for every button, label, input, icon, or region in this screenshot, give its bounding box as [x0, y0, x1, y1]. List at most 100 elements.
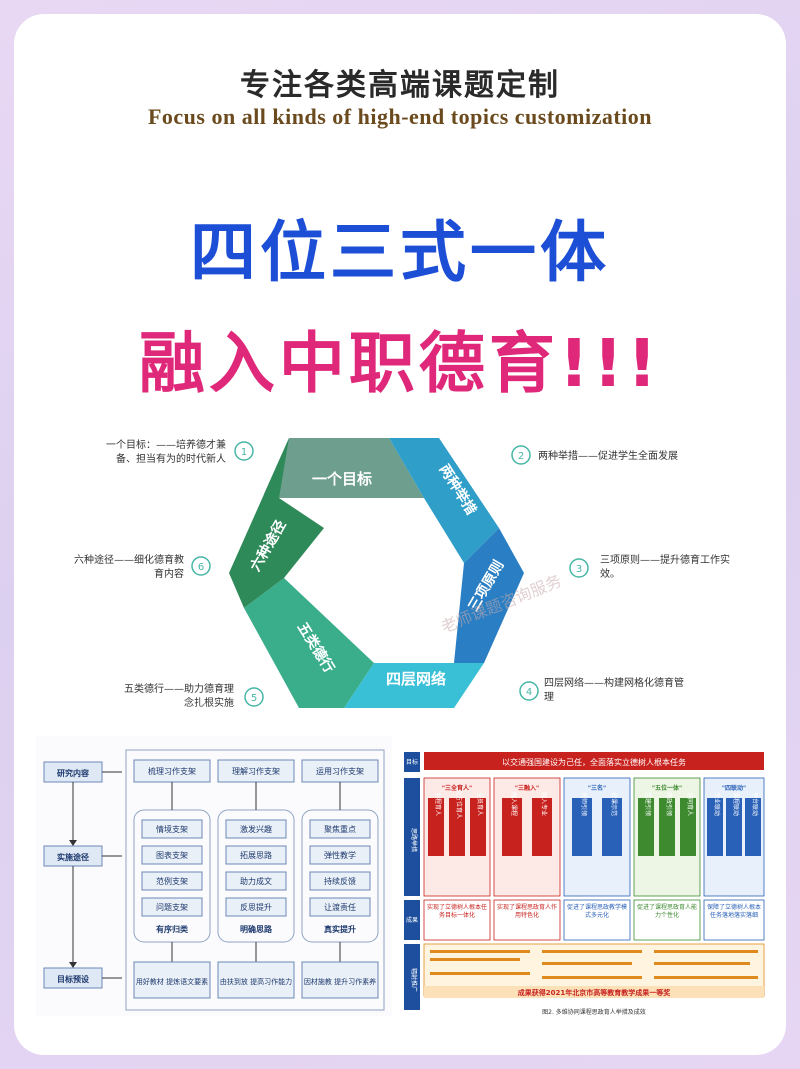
annotation-num-3: 3: [576, 564, 582, 575]
segment-2-shape: [389, 438, 499, 563]
flow-bottom-label-2: 由扶到放 提高习作能力: [220, 977, 292, 986]
cycle-segments: [229, 438, 524, 708]
segment-4-shape: [344, 663, 484, 708]
matrix-sub-5-1: 专业联动: [713, 792, 721, 816]
matrix-side-label-4: 辐射推广: [410, 968, 418, 992]
matrix-radiate-line-6: [542, 976, 642, 979]
annotation-3-line2: 效。: [600, 567, 620, 580]
matrix-sub-1-3: 全员育人: [476, 792, 484, 816]
flow-item-3-1: 聚焦重点: [324, 824, 356, 834]
annotation-circle-6: [191, 556, 211, 576]
flow-item-box-2-3: [225, 871, 287, 891]
matrix-sub-1-2: 全方位育人: [455, 789, 463, 819]
annotation-1-line2: 备、担当有为的时代新人: [116, 452, 226, 465]
matrix-sub-bar-5-2: [726, 798, 742, 856]
flow-item-1-2: 图表支架: [156, 850, 188, 860]
flow-bottom-label-1: 用好教材 提炼语文要素: [136, 977, 208, 986]
poster-card: 专注各类高端课题定制 Focus on all kinds of high-en…: [14, 14, 786, 1055]
annotation-circle-3: [569, 558, 589, 578]
segment-5-shape: [244, 578, 374, 708]
matrix-sub-3-2: 名课示范: [610, 792, 618, 816]
matrix-radiate-line-3: [430, 972, 530, 975]
matrix-bottom-banner: 成果获得2021年北京市高等教育教学成果一等奖: [518, 988, 671, 997]
matrix-result-box-4: [633, 899, 701, 941]
flow-svg: 研究内容 实施途径 目标预设: [43, 749, 385, 1011]
matrix-side-label-2: 思路举措: [410, 828, 418, 852]
flow-bottom-box-1: [133, 961, 211, 999]
matrix-sub-4-1: 党建引领: [644, 792, 652, 816]
matrix-sub-bar-2-1: [502, 798, 522, 856]
segment-label-1: 一个目标: [312, 470, 372, 488]
matrix-result-box-2: [493, 899, 561, 941]
annotation-5-line1: 五类德行——助力德育理: [124, 682, 234, 695]
segment-1-shape: [264, 438, 424, 498]
annotation-6-line2: 育内容: [154, 567, 184, 580]
flow-left-label-1: 研究内容: [57, 768, 89, 778]
flow-item-box-2-1: [225, 819, 287, 839]
matrix-result-box-3: [563, 899, 631, 941]
flow-frame: [125, 749, 385, 1011]
matrix-sub-4-3: 协同育人: [686, 792, 694, 816]
flow-bottom-box-2: [217, 961, 295, 999]
matrix-side-box-4: [404, 944, 420, 1010]
annotation-1-line1: 一个目标：——培养德才兼: [106, 438, 226, 451]
header-title-cn: 专注各类高端课题定制: [240, 68, 560, 103]
flow-item-3-4: 让渡责任: [324, 902, 356, 912]
matrix-radiate-line-7: [654, 950, 758, 953]
flow-item-box-3-2: [309, 845, 371, 865]
matrix-radiate-line-8: [654, 962, 750, 965]
segment-label-4: 四层网络: [386, 670, 446, 688]
annotation-num-1: 1: [241, 447, 247, 458]
matrix-result-3: 促进了课程思政教学模式多元化: [566, 904, 627, 919]
flow-item-box-1-3: [141, 871, 203, 891]
matrix-side-label-1: 目标: [406, 758, 418, 766]
annotation-circle-2: [511, 445, 531, 465]
flow-item-box-1-1: [141, 819, 203, 839]
matrix-sub-bar-2-2: [532, 798, 552, 856]
flow-top-label-2: 理解习作支架: [232, 766, 280, 776]
matrix-result-box-5: [703, 899, 765, 941]
flow-item-2-1: 激发兴趣: [240, 824, 272, 834]
matrix-panel: 目标 思路举措 成果 辐射推广 以交通强国建设为己任，全面落实立德树人根本任务 …: [402, 736, 770, 1022]
matrix-radiate-line-1: [430, 950, 530, 953]
matrix-sub-bar-1-3: [470, 798, 486, 856]
matrix-sub-2-1: 融入课程: [510, 792, 518, 816]
flow-item-3-2: 弹性教学: [324, 850, 356, 860]
header-title-en: Focus on all kinds of high-end topics cu…: [147, 104, 653, 129]
matrix-sub-bar-3-1: [572, 798, 592, 856]
matrix-sub-1-1: 全程育人: [434, 792, 442, 816]
cycle-svg: 一个目标 两种举措 三项原则 四层网络 五类德行 六种途径 1 2 3 4 5: [74, 438, 730, 709]
flow-item-3-3: 持续反馈: [324, 876, 356, 886]
annotation-num-2: 2: [518, 451, 524, 462]
matrix-radiate-line-4: [542, 950, 642, 953]
matrix-sub-bar-4-3: [680, 798, 696, 856]
flow-item-1-3: 范例支架: [156, 876, 188, 886]
segment-6-shape: [229, 438, 324, 608]
matrix-result-2: 实现了课程思政育人作用特色化: [496, 904, 557, 919]
headline-line1: 四位三式一体: [190, 214, 610, 291]
flow-item-2-3: 助力成文: [240, 876, 272, 886]
flow-bottom-box-3: [301, 961, 379, 999]
matrix-side-box-1: [404, 752, 420, 772]
flow-top-label-1: 梳理习作支架: [148, 766, 196, 776]
flow-item-2-2: 拓展思路: [240, 850, 272, 860]
annotation-circle-1: [234, 441, 254, 461]
flow-item-box-1-2: [141, 845, 203, 865]
annotation-num-5: 5: [251, 693, 257, 704]
matrix-side-box-3: [404, 900, 420, 940]
headline-line2: 融入中职德育!!!: [138, 325, 662, 402]
matrix-sub-bar-1-2: [449, 798, 465, 856]
flow-left-label-3: 目标预设: [57, 974, 89, 984]
matrix-bottom-banner-box: [424, 986, 764, 998]
matrix-group-head-5: "四联动": [722, 784, 746, 792]
annotation-4-line1: 四层网络——构建网格化德育管: [544, 676, 684, 689]
matrix-result-box-1: [423, 899, 491, 941]
annotation-num-6: 6: [198, 562, 204, 573]
matrix-sub-5-2: 课程联动: [732, 792, 740, 816]
matrix-sub-bar-1-1: [428, 798, 444, 856]
matrix-sub-4-2: 思政引领: [665, 792, 673, 816]
annotation-num-4: 4: [526, 687, 532, 698]
matrix-sub-bar-5-1: [707, 798, 723, 856]
matrix-group-head-2: "三融入": [515, 784, 539, 792]
matrix-group-head-4: "五位一体": [652, 784, 682, 792]
